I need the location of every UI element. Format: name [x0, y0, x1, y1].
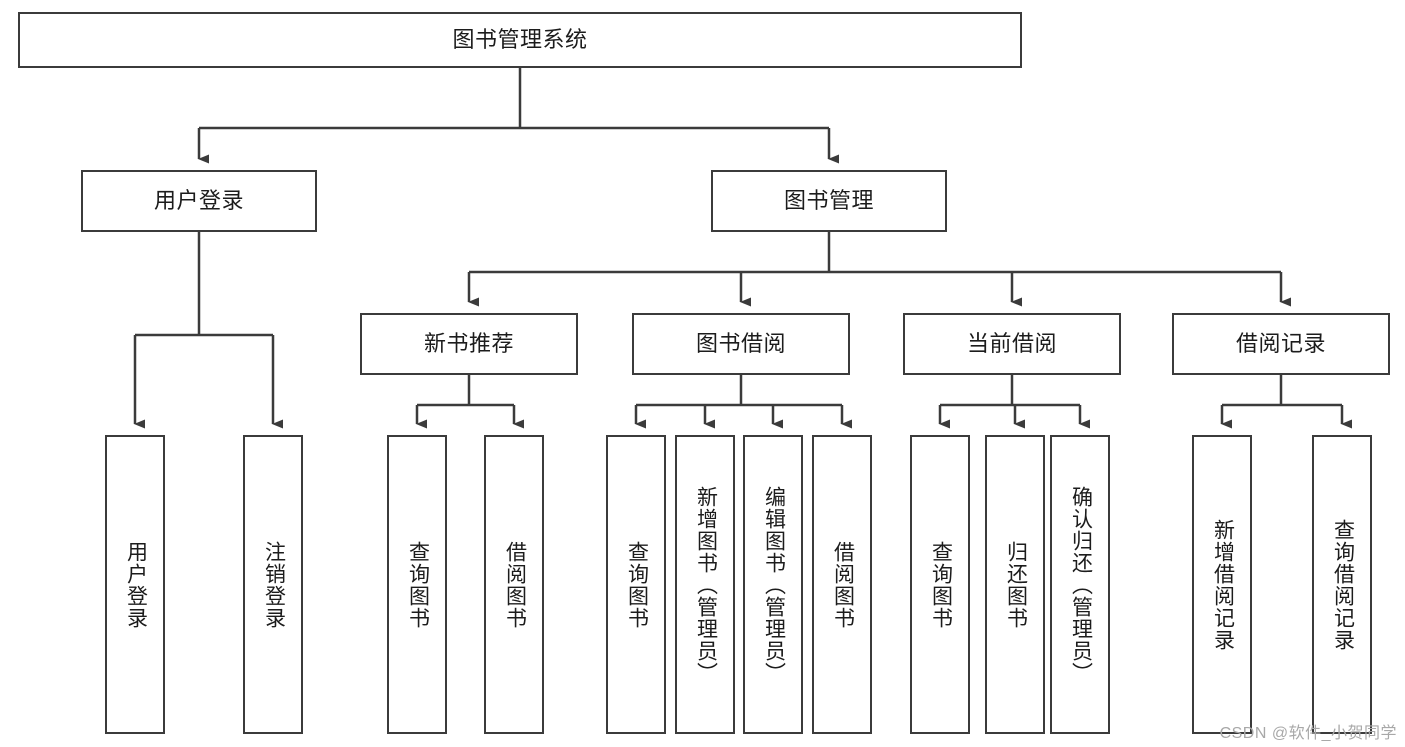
- node-leaf-add-book[interactable]: 新增图书（管理员）: [675, 435, 735, 734]
- node-new-book-rec[interactable]: 新书推荐: [360, 313, 578, 375]
- node-leaf-query-book-cur[interactable]: 查询图书: [910, 435, 970, 734]
- node-root-label: 图书管理系统: [452, 27, 588, 53]
- node-leaf-borrow-book-rec[interactable]: 借阅图书: [484, 435, 544, 734]
- watermark-text: CSDN @软件_小贺同学: [1219, 725, 1397, 742]
- node-leaf-edit-book-label: 编辑图书（管理员）: [762, 485, 786, 684]
- node-leaf-borrow-book-label: 借阅图书: [831, 540, 855, 629]
- node-leaf-user-login[interactable]: 用户登录: [105, 435, 165, 734]
- node-leaf-return-book[interactable]: 归还图书: [985, 435, 1045, 734]
- node-borrow-record-label: 借阅记录: [1235, 331, 1326, 357]
- node-leaf-user-login-label: 用户登录: [124, 540, 148, 629]
- node-leaf-borrow-book-rec-label: 借阅图书: [503, 540, 527, 629]
- node-book-borrow[interactable]: 图书借阅: [632, 313, 850, 375]
- connector-lines: [133, 68, 1352, 429]
- node-leaf-add-record[interactable]: 新增借阅记录: [1192, 435, 1252, 734]
- node-user-login-label: 用户登录: [153, 188, 244, 214]
- node-leaf-add-record-label: 新增借阅记录: [1211, 518, 1235, 651]
- node-user-login[interactable]: 用户登录: [81, 170, 317, 232]
- node-current-borrow[interactable]: 当前借阅: [903, 313, 1121, 375]
- node-book-borrow-label: 图书借阅: [695, 331, 786, 357]
- node-leaf-query-book-borrow-label: 查询图书: [625, 540, 649, 629]
- node-leaf-logout[interactable]: 注销登录: [243, 435, 303, 734]
- node-borrow-record[interactable]: 借阅记录: [1172, 313, 1390, 375]
- node-book-manage-label: 图书管理: [783, 188, 874, 214]
- node-leaf-add-book-label: 新增图书（管理员）: [694, 485, 718, 684]
- node-book-manage[interactable]: 图书管理: [711, 170, 947, 232]
- node-root[interactable]: 图书管理系统: [18, 12, 1022, 68]
- node-leaf-confirm-return[interactable]: 确认归还（管理员）: [1050, 435, 1110, 734]
- node-leaf-query-record[interactable]: 查询借阅记录: [1312, 435, 1372, 734]
- node-new-book-rec-label: 新书推荐: [423, 331, 514, 357]
- node-leaf-confirm-return-label: 确认归还（管理员）: [1069, 485, 1093, 684]
- node-current-borrow-label: 当前借阅: [966, 331, 1057, 357]
- node-leaf-query-book-borrow[interactable]: 查询图书: [606, 435, 666, 734]
- node-leaf-logout-label: 注销登录: [262, 540, 286, 629]
- node-leaf-query-book-cur-label: 查询图书: [929, 540, 953, 629]
- node-leaf-query-book-rec-label: 查询图书: [406, 540, 430, 629]
- node-leaf-query-book-rec[interactable]: 查询图书: [387, 435, 447, 734]
- node-leaf-return-book-label: 归还图书: [1004, 540, 1028, 629]
- node-leaf-borrow-book[interactable]: 借阅图书: [812, 435, 872, 734]
- node-leaf-edit-book[interactable]: 编辑图书（管理员）: [743, 435, 803, 734]
- node-leaf-query-record-label: 查询借阅记录: [1331, 518, 1355, 651]
